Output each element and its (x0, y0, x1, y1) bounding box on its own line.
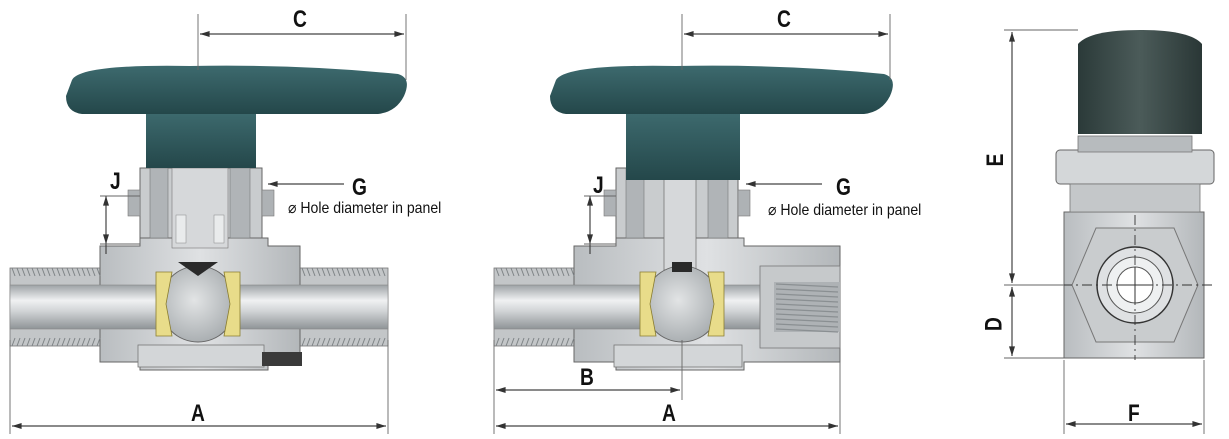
arrow-g-left (268, 181, 278, 187)
label-g-left: G (352, 174, 367, 201)
label-a-left: A (191, 400, 205, 427)
arrow-c-left-end (394, 31, 404, 37)
arrow-f-end (1192, 421, 1202, 427)
label-a-mid: A (662, 400, 676, 427)
arrow-e-start (1009, 32, 1015, 42)
label-j-left: J (110, 168, 121, 195)
arrow-c-mid-end (878, 31, 888, 37)
arrow-j-left-top (103, 196, 109, 206)
arrow-f-start (1066, 421, 1076, 427)
arrow-c-mid-start (684, 31, 694, 37)
label-c-left: C (293, 6, 307, 33)
label-g-mid: G (836, 174, 851, 201)
handle-bar-mid (550, 65, 893, 114)
label-d: D (980, 317, 1008, 331)
thread-hatch-mid-a (495, 267, 575, 347)
label-b-mid: B (580, 364, 594, 391)
label-f: F (1128, 400, 1140, 427)
valve-middle (493, 65, 893, 371)
note-hole-left: ⌀ Hole diameter in panel (288, 200, 442, 217)
note-hole-mid: ⌀ Hole diameter in panel (768, 202, 922, 219)
label-j-mid: J (593, 172, 604, 199)
arrow-b-start (496, 387, 506, 393)
panel-nut-threads-left (127, 189, 275, 217)
arrow-b-end (670, 387, 680, 393)
valve-left (9, 65, 407, 371)
arrow-g-mid (746, 181, 756, 187)
label-c-mid: C (777, 6, 791, 33)
seat-mid-a (639, 271, 657, 337)
arrow-a-left-end (376, 423, 386, 429)
dimension-lines (9, 14, 1205, 434)
seat-left-a (155, 271, 173, 337)
arrow-j-mid-bot (587, 234, 593, 244)
arrow-d-end (1009, 346, 1015, 356)
thread-hatch-left-a (11, 267, 101, 347)
bore-mid (493, 284, 775, 330)
arrow-d-start (1009, 287, 1015, 297)
female-thread-ridges (775, 283, 839, 333)
arrow-a-left-start (12, 423, 22, 429)
handle-stem-left (146, 112, 256, 168)
handle-stem-mid (626, 112, 740, 180)
arrow-a-mid-end (828, 423, 838, 429)
arrow-c-left-start (200, 31, 210, 37)
handle-bar-left (66, 65, 407, 114)
hex-nut (1055, 149, 1215, 185)
seat-mid-b (707, 271, 725, 337)
arrow-e-end (1009, 273, 1015, 283)
arrow-a-mid-start (496, 423, 506, 429)
seat-left-b (223, 271, 241, 337)
label-e: E (982, 153, 1010, 167)
handle-cap (1078, 30, 1202, 134)
ball-left (159, 265, 237, 343)
arrow-j-left-bot (103, 234, 109, 244)
thread-hatch-left-b (301, 267, 386, 347)
ball-mid (643, 265, 721, 343)
valve-end-view (1055, 30, 1215, 360)
female-thread-port (759, 265, 841, 349)
arrow-j-mid-top (587, 196, 593, 206)
